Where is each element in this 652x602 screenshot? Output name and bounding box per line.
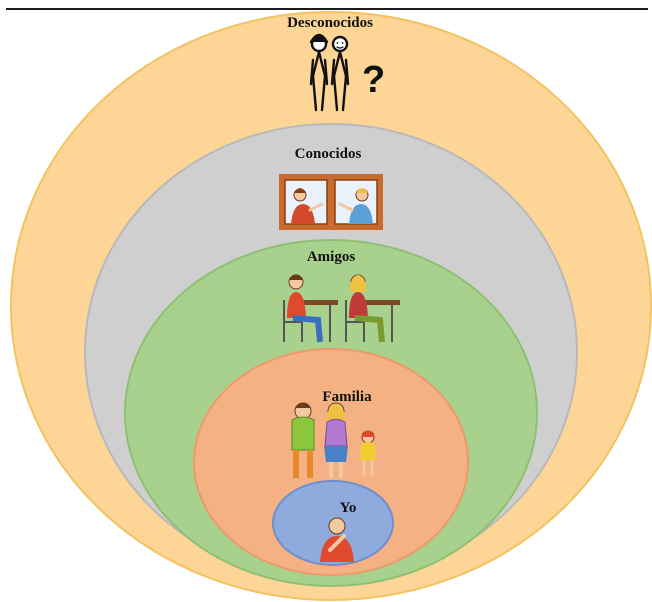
label-strangers: Desconocidos — [287, 15, 373, 31]
strangers-pictogram — [309, 33, 350, 112]
label-friends: Amigos — [306, 249, 356, 265]
label-self: Yo — [339, 500, 357, 516]
top-divider — [6, 8, 648, 10]
acquaintances-pictogram — [279, 174, 383, 230]
question-mark-icon: ? — [362, 59, 385, 101]
label-family: Familia — [322, 389, 372, 405]
family-pictogram — [291, 402, 376, 478]
friends-pictogram — [283, 274, 400, 343]
label-acquaintances: Conocidos — [294, 146, 362, 162]
self-pictogram — [320, 517, 354, 562]
